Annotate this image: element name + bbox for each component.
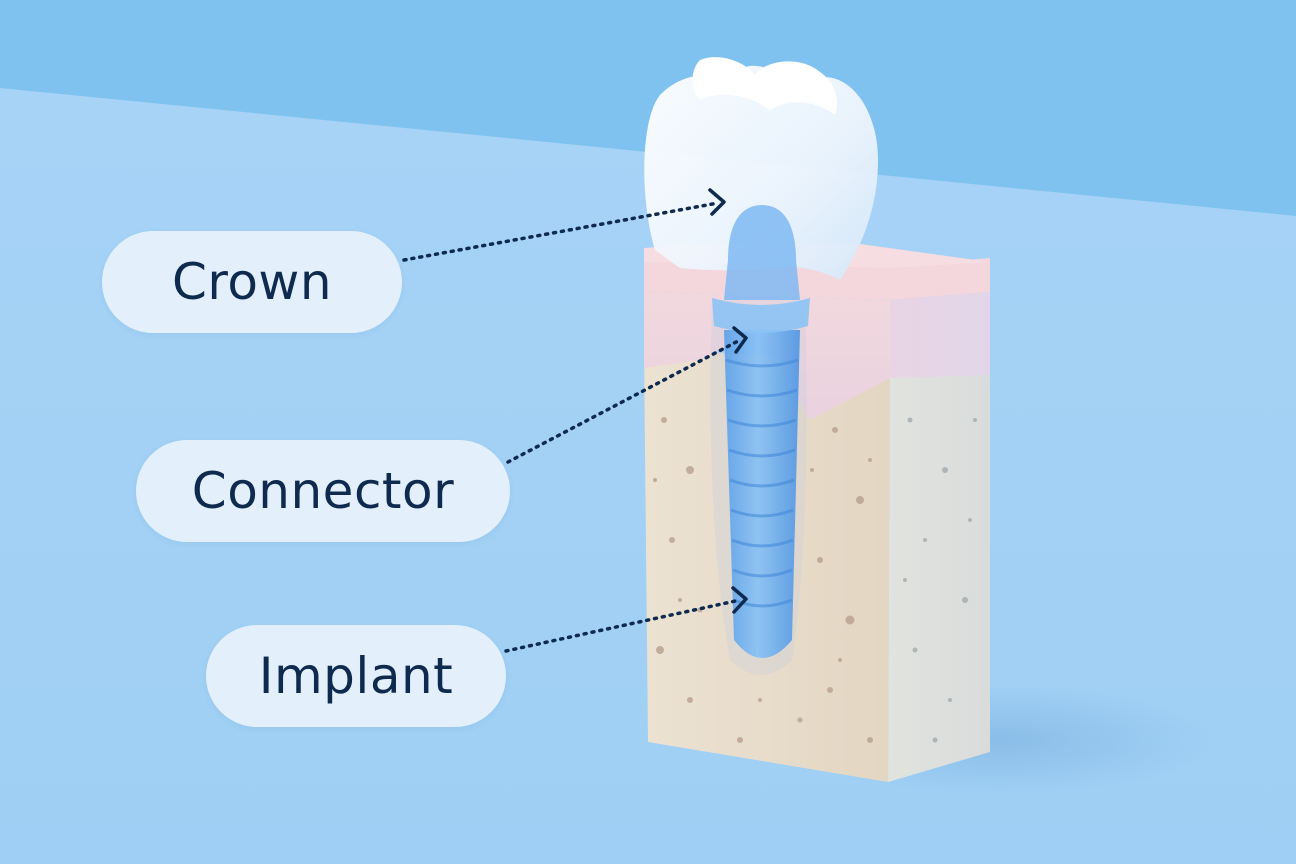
label-connector: Connector: [136, 440, 510, 542]
label-crown: Crown: [102, 231, 402, 333]
pointer-lines: [402, 201, 742, 653]
arrowheads: [708, 188, 748, 614]
label-implant: Implant: [206, 625, 506, 727]
